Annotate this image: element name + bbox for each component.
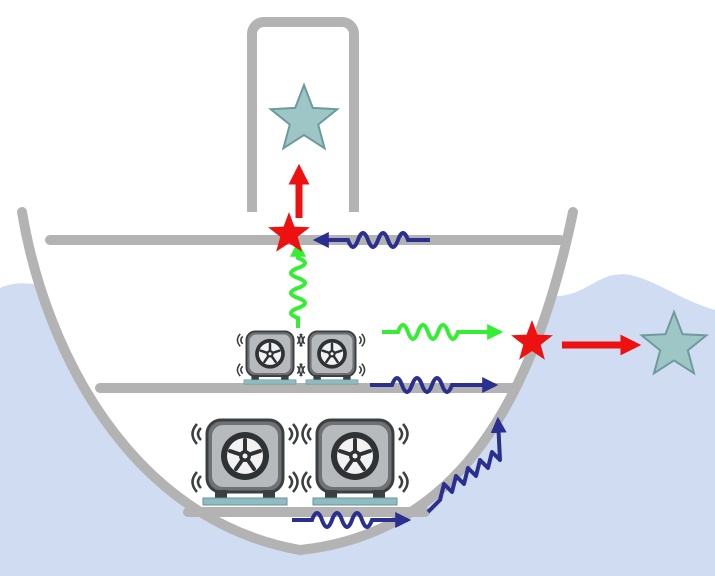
red-star-icon (511, 320, 553, 360)
wavy-arrow-icon (312, 231, 430, 249)
receiver-star-icon (268, 82, 340, 151)
ship-hull-outline (17, 207, 578, 556)
wavy-arrow-icon (382, 323, 504, 341)
wavy-arrow-icon (370, 376, 499, 394)
red-star-icon (268, 212, 310, 252)
receiver-star-icon (639, 309, 709, 376)
wavy-arrow-icon (292, 511, 412, 529)
wavy-arrow-icon (289, 240, 307, 328)
wavy-arrow-icon (426, 416, 507, 514)
